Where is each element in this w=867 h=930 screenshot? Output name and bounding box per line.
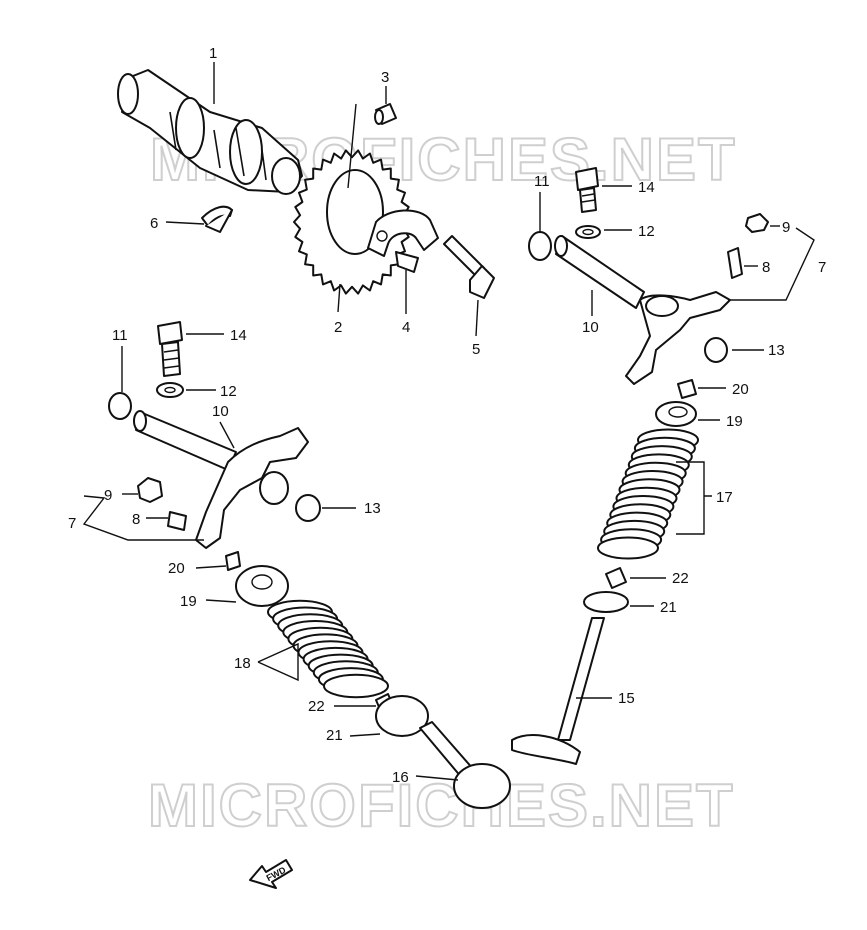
callout-19-right: 19	[726, 413, 743, 430]
callout-1: 1	[209, 45, 217, 62]
callout-20-right: 20	[732, 381, 749, 398]
callout-9-right: 9	[782, 219, 790, 236]
sprocket-bolt	[443, 235, 495, 299]
callout-7-left: 7	[68, 515, 76, 532]
callout-22-left: 22	[308, 698, 325, 715]
leader-lines	[82, 62, 815, 781]
callout-4: 4	[402, 319, 410, 336]
spring-coil	[323, 673, 389, 699]
dowel-pin	[374, 103, 397, 125]
callout-14-right: 14	[638, 179, 655, 196]
callout-11-left: 11	[112, 327, 128, 344]
callout-10-right: 10	[582, 319, 599, 336]
callout-20-left: 20	[168, 560, 185, 577]
watermark-bottom: MICROFICHES.NET	[148, 772, 735, 839]
camshaft	[117, 69, 303, 195]
rocker-assembly-left	[108, 321, 511, 809]
callout-21-left: 21	[326, 727, 343, 744]
callout-15: 15	[618, 690, 635, 707]
callout-10-left: 10	[212, 403, 229, 420]
callout-7-right: 7	[818, 259, 826, 276]
fwd-arrow: FWD	[249, 859, 293, 889]
callout-14-left: 14	[230, 327, 247, 344]
callout-2: 2	[334, 319, 342, 336]
callout-11-right: 11	[534, 173, 550, 190]
callout-13-right: 13	[768, 342, 785, 359]
callout-16: 16	[392, 769, 409, 786]
callout-5: 5	[472, 341, 480, 358]
sprocket-retainer	[367, 209, 439, 273]
callout-8-right: 8	[762, 259, 770, 276]
callout-21-right: 21	[660, 599, 677, 616]
cam-sprocket	[293, 149, 411, 295]
callout-6: 6	[150, 215, 158, 232]
callout-labels: 1 3 2 4 5 6 11 14 12 9 8 7 10 13 20 19 1…	[68, 45, 826, 786]
callout-17: 17	[716, 489, 733, 506]
stopper-clip	[201, 205, 233, 233]
callout-12-right: 12	[638, 223, 655, 240]
spring-coil	[597, 536, 659, 560]
callout-9-left: 9	[104, 487, 112, 504]
callout-18: 18	[234, 655, 251, 672]
callout-8-left: 8	[132, 511, 140, 528]
callout-13-left: 13	[364, 500, 381, 517]
callout-3: 3	[381, 69, 389, 86]
callout-22-right: 22	[672, 570, 689, 587]
callout-12-left: 12	[220, 383, 237, 400]
callout-19-left: 19	[180, 593, 197, 610]
rocker-assembly-right	[511, 167, 769, 765]
